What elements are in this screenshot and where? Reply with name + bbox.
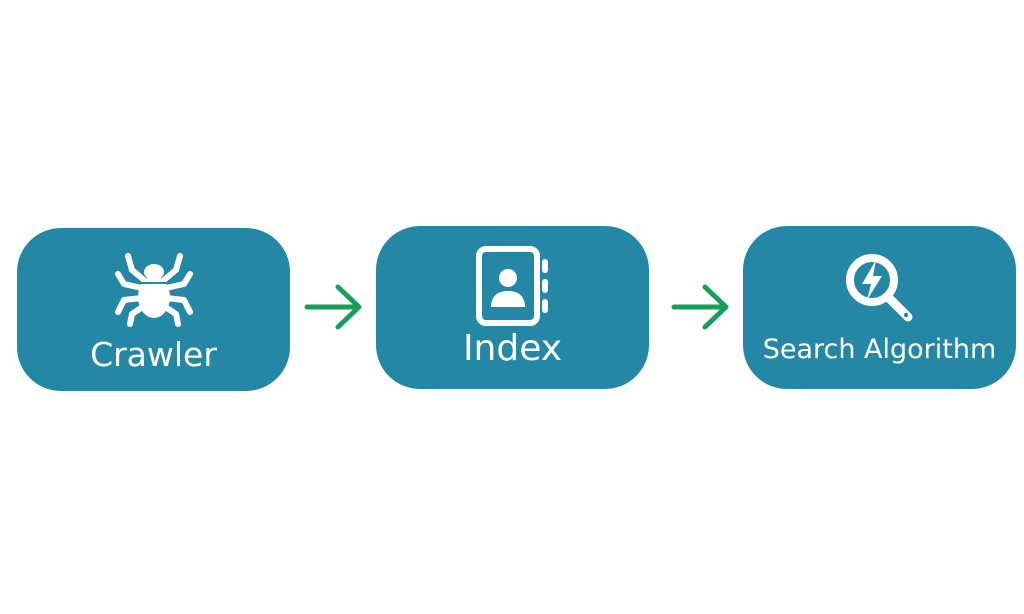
lightning-magnifier-icon	[845, 254, 912, 322]
search-algorithm-label: Search Algorithm	[762, 334, 997, 365]
index-node: Index	[376, 226, 649, 389]
address-book-icon	[475, 245, 548, 326]
crawler-node: Crawler	[17, 228, 290, 391]
arrow-index-to-search	[671, 284, 729, 330]
index-label: Index	[462, 327, 563, 369]
arrow-crawler-to-index	[304, 284, 362, 330]
spider-icon	[114, 253, 193, 327]
search-algorithm-node: Search Algorithm	[743, 226, 1016, 389]
crawler-label: Crawler	[90, 335, 217, 374]
